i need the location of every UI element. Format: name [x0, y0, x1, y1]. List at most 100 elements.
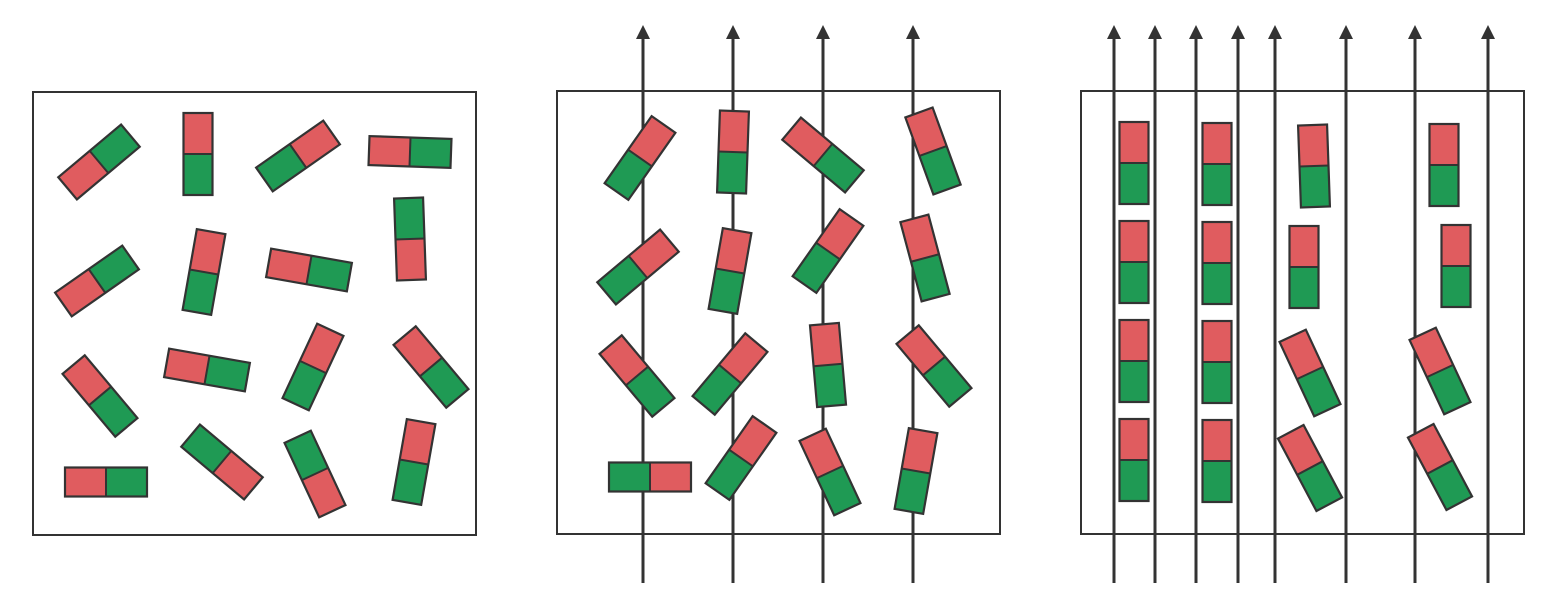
bar-magnet [281, 322, 345, 412]
bar-magnet [808, 321, 848, 409]
south-pole [182, 269, 219, 315]
south-pole [813, 143, 864, 193]
magnet-outline [780, 115, 866, 195]
bar-magnet [603, 114, 677, 202]
south-pole [1296, 366, 1341, 417]
north-pole [1202, 321, 1232, 362]
pole-divider [627, 255, 649, 279]
bar-magnet [56, 122, 142, 202]
south-pole [625, 366, 675, 417]
magnet-outline [264, 247, 354, 293]
magnet-outline [707, 226, 753, 316]
pole-divider [189, 268, 219, 276]
bar-magnet [392, 196, 428, 282]
north-pole [62, 355, 112, 406]
pole-divider [299, 359, 327, 375]
field-line-arrow-8 [1481, 25, 1495, 39]
magnet-outline [597, 333, 677, 419]
bar-magnet [1440, 223, 1472, 309]
pole-divider [305, 255, 313, 285]
north-pole [55, 269, 106, 317]
south-pole [609, 462, 650, 492]
field-line-arrow-7 [1408, 25, 1422, 39]
magnet-outline [254, 119, 342, 193]
bar-magnet [607, 461, 693, 493]
north-pole [1119, 122, 1149, 163]
north-pole [1298, 124, 1329, 167]
full-alignment-frame [1080, 90, 1525, 535]
pole-divider [625, 365, 649, 387]
north-pole [718, 110, 749, 153]
magnet-outline [63, 466, 149, 498]
north-pole [289, 120, 340, 168]
north-pole [1119, 320, 1149, 361]
south-pole [282, 360, 327, 411]
pole-divider [301, 466, 329, 482]
south-pole [1289, 267, 1319, 308]
pole-divider [816, 464, 844, 480]
pole-divider [718, 363, 742, 385]
magnet-outline [894, 323, 974, 409]
north-pole [1441, 225, 1471, 266]
south-pole [284, 430, 329, 481]
field-line-arrow-2 [1148, 25, 1162, 39]
field-line-arrow-1 [636, 25, 650, 39]
pole-divider [288, 143, 308, 169]
pole-divider [1296, 365, 1324, 381]
pole-divider [88, 385, 112, 407]
north-pole [1279, 329, 1324, 380]
magnet-outline [162, 347, 252, 393]
south-pole [1119, 460, 1149, 501]
north-pole [628, 116, 676, 167]
bar-magnet [53, 244, 141, 318]
bar-magnet [60, 353, 140, 439]
south-pole [692, 364, 742, 415]
magnet-outline [899, 213, 951, 303]
magnet-outline [181, 227, 227, 317]
magnet-outline [1296, 123, 1332, 209]
bar-magnet [162, 347, 252, 393]
bar-magnet [780, 115, 866, 195]
south-pole [181, 424, 232, 474]
magnet-outline [798, 427, 862, 517]
north-pole [816, 209, 864, 260]
bar-magnet [1288, 224, 1320, 310]
bar-magnet [391, 324, 471, 410]
field-line-arrow-4 [1231, 25, 1245, 39]
south-pole [717, 151, 748, 194]
south-pole [708, 268, 745, 314]
south-pole [1441, 266, 1471, 307]
north-pole [1202, 222, 1232, 263]
bar-magnet [715, 109, 751, 195]
bar-magnet [182, 111, 214, 197]
magnet-outline [179, 422, 265, 502]
bar-magnet [179, 422, 265, 502]
magnet-outline [53, 244, 141, 318]
pole-divider [919, 145, 947, 157]
south-pole [1297, 461, 1343, 512]
north-pole [301, 467, 346, 518]
bar-magnet [597, 333, 677, 419]
pole-divider [419, 356, 443, 378]
partial-alignment-magnets [595, 106, 974, 517]
north-pole [58, 150, 109, 200]
bar-magnet [1118, 417, 1150, 503]
bar-magnet [367, 134, 453, 170]
north-pole [164, 348, 210, 385]
bar-magnet [595, 227, 681, 307]
south-pole [256, 144, 307, 192]
north-pole [368, 136, 411, 167]
magnet-outline [281, 322, 345, 412]
north-pole [183, 113, 213, 154]
north-pole [599, 335, 649, 386]
north-pole [399, 419, 436, 465]
bar-magnet [1278, 328, 1342, 418]
south-pole [1427, 460, 1473, 511]
north-pole [1119, 221, 1149, 262]
bar-magnet [704, 414, 778, 502]
pole-divider [922, 355, 946, 377]
north-pole [718, 333, 768, 384]
north-pole [212, 450, 263, 500]
